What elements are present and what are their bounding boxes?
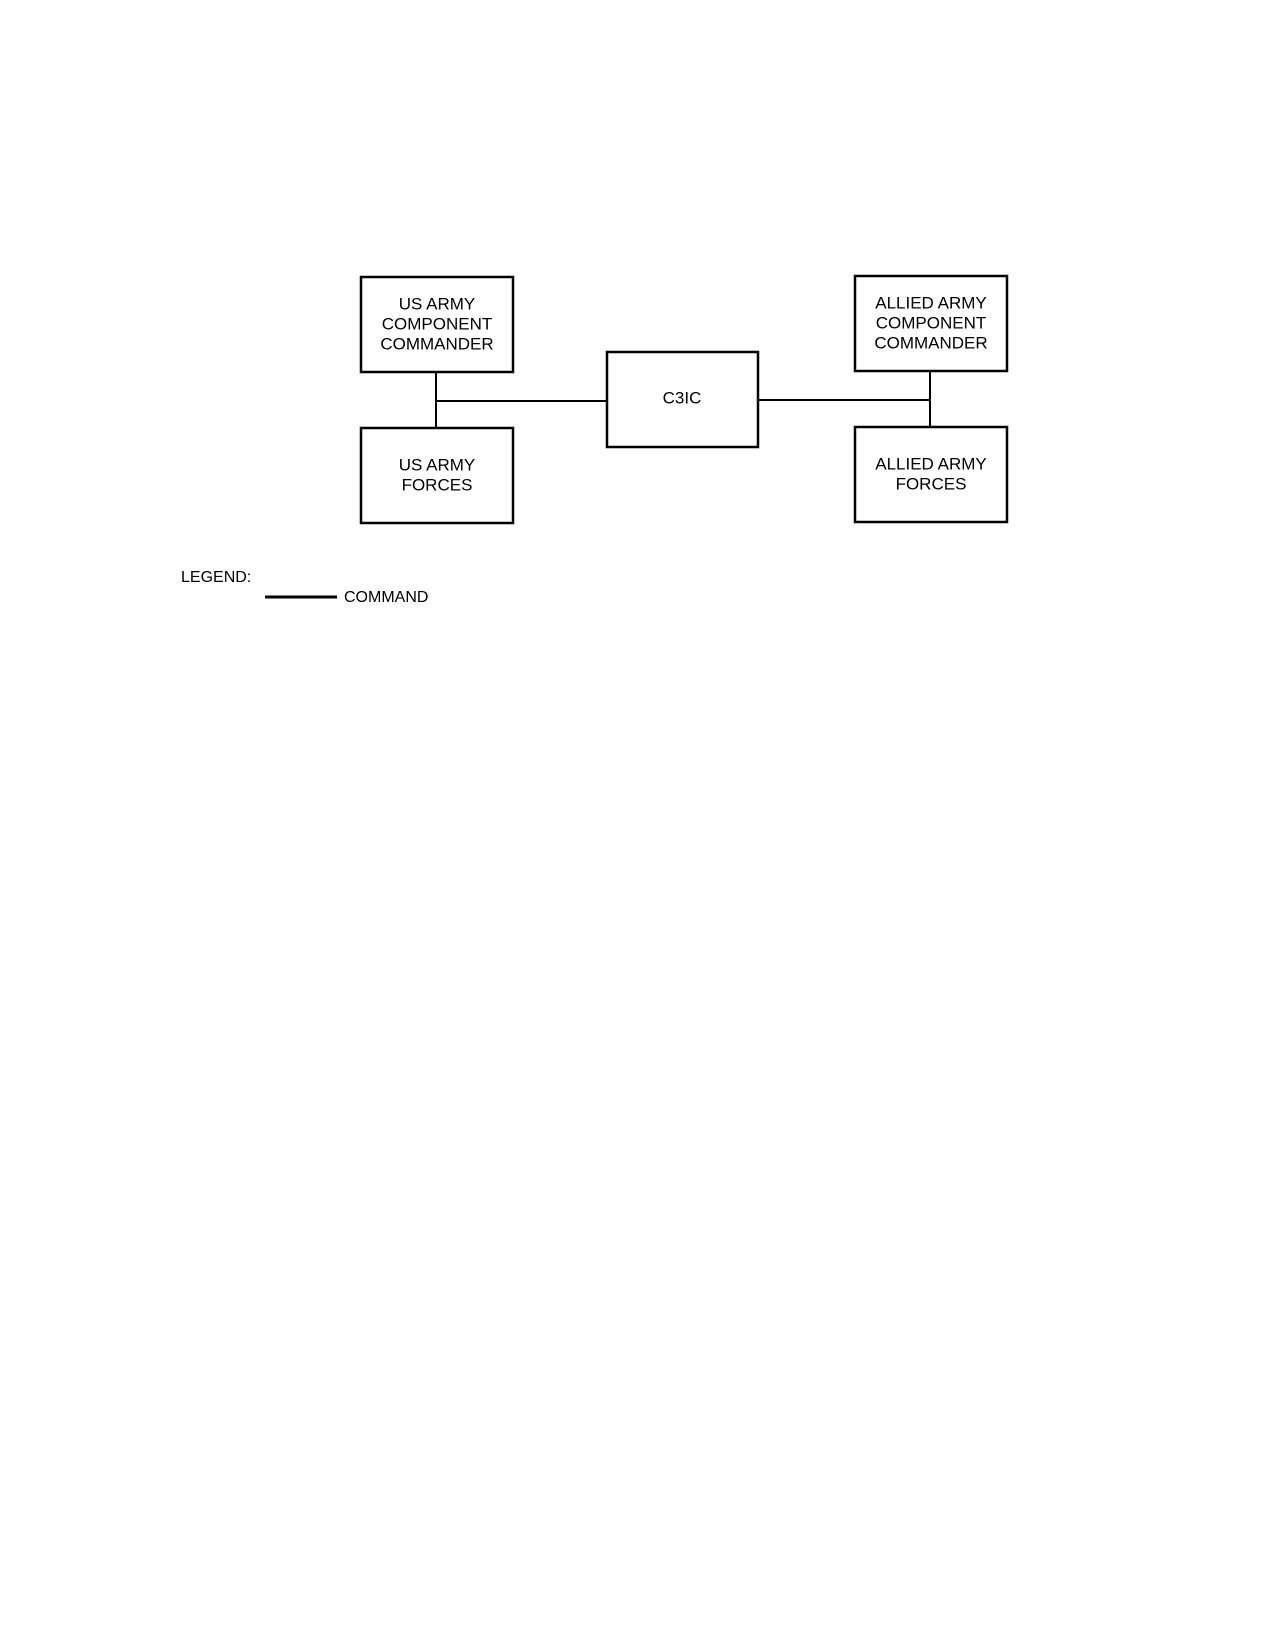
legend: LEGEND: COMMAND xyxy=(181,569,428,606)
node-c3ic: C3IC xyxy=(605,350,760,449)
node-allied-army-forces: ALLIED ARMY FORCES xyxy=(853,425,1009,524)
node-label-line: C3IC xyxy=(663,388,702,407)
node-label-line: FORCES xyxy=(402,475,473,494)
node-box xyxy=(359,426,515,525)
node-label-line: ALLIED ARMY xyxy=(875,454,987,473)
node-label-line: COMPONENT xyxy=(382,314,493,333)
legend-title: LEGEND: xyxy=(181,569,251,586)
node-allied-army-component-commander: ALLIED ARMY COMPONENT COMMANDER xyxy=(853,274,1009,373)
node-label-line: FORCES xyxy=(896,474,967,493)
node-box xyxy=(853,425,1009,524)
node-label-line: COMPONENT xyxy=(876,313,987,332)
node-label-line: ALLIED ARMY xyxy=(875,293,987,312)
node-box xyxy=(853,274,1009,373)
node-label-line: US ARMY xyxy=(399,455,476,474)
node-label-line: COMMANDER xyxy=(380,334,493,353)
node-us-army-component-commander: US ARMY COMPONENT COMMANDER xyxy=(359,275,515,374)
node-label-line: COMMANDER xyxy=(874,333,987,352)
legend-item-label: COMMAND xyxy=(344,589,428,606)
node-box xyxy=(605,350,760,449)
node-us-army-forces: US ARMY FORCES xyxy=(359,426,515,525)
node-label-line: US ARMY xyxy=(399,294,476,313)
node-box xyxy=(359,275,515,374)
